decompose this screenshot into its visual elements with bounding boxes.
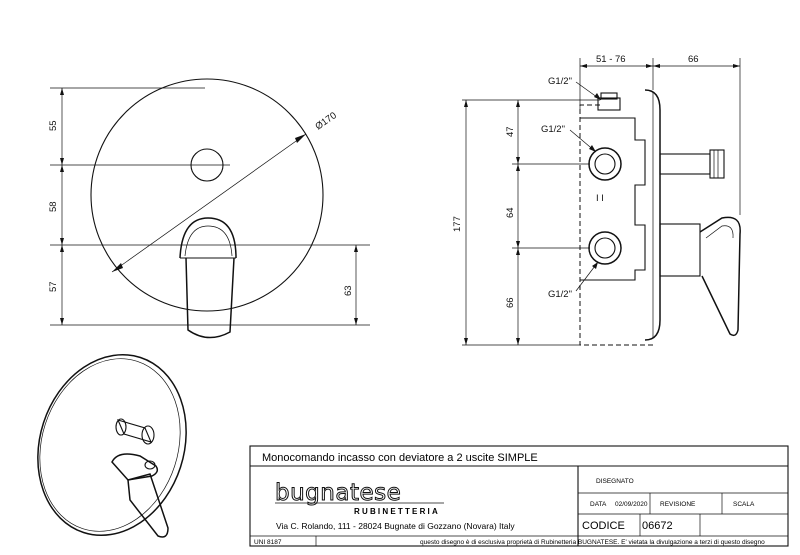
code-value: 06672: [642, 520, 673, 532]
norm-label: UNI 8187: [254, 539, 282, 546]
diameter-label: Ø170: [313, 110, 338, 132]
dim-47-label: 47: [505, 126, 516, 137]
dim-66-top-label: 66: [688, 54, 699, 65]
lever-front: [179, 217, 237, 339]
dim-57-label: 57: [48, 281, 59, 292]
drawing-title: Monocomando incasso con deviatore a 2 us…: [262, 452, 538, 464]
lever-side: [659, 216, 741, 337]
title-block: Monocomando incasso con deviatore a 2 us…: [249, 445, 789, 547]
dim-63-label: 63: [343, 285, 354, 296]
cover-plate-perspective: [37, 353, 187, 537]
scala-label: SCALA: [733, 501, 755, 508]
brand-subtitle: RUBINETTERIA: [354, 507, 440, 516]
dim-51-76-label: 51 - 76: [596, 54, 626, 65]
cover-plate-profile: [644, 89, 661, 341]
dim-177-label: 177: [452, 216, 463, 232]
g-top-label: G1/2": [548, 76, 572, 87]
data-label: DATA: [590, 501, 607, 508]
dim-55-label: 55: [48, 120, 59, 131]
footer-note: questo disegno è di esclusiva proprietà …: [420, 539, 765, 546]
perspective-view: [37, 353, 187, 538]
lever-perspective: [111, 453, 169, 538]
ii-mark: I I: [596, 193, 604, 204]
diverter-spindle-side: [659, 149, 725, 179]
disegnato-label: DISEGNATO: [596, 478, 634, 485]
cover-plate-circle: [90, 78, 324, 312]
diverter-knob-perspective: [115, 418, 155, 445]
dim-66-side-label: 66: [505, 297, 516, 308]
g-bot-label: G1/2": [548, 289, 572, 300]
wall-box-dashed: [579, 104, 655, 346]
g-mid-label: G1/2": [541, 124, 565, 135]
revisione-label: REVISIONE: [660, 501, 696, 508]
dim-58-label: 58: [48, 201, 59, 212]
date-value: 02/09/2020: [615, 501, 648, 508]
brand-logo: bugnatese: [275, 480, 401, 506]
dim-64-label: 64: [505, 207, 516, 218]
codice-label: CODICE: [582, 520, 625, 532]
valve-body: I I: [580, 92, 646, 281]
company-address: Via C. Rolando, 111 - 28024 Bugnate di G…: [276, 521, 515, 531]
diameter-line: [111, 133, 307, 273]
front-view: Ø170 55 58 57 63: [48, 78, 370, 339]
side-view: 51 - 76 66 I I: [452, 54, 741, 346]
